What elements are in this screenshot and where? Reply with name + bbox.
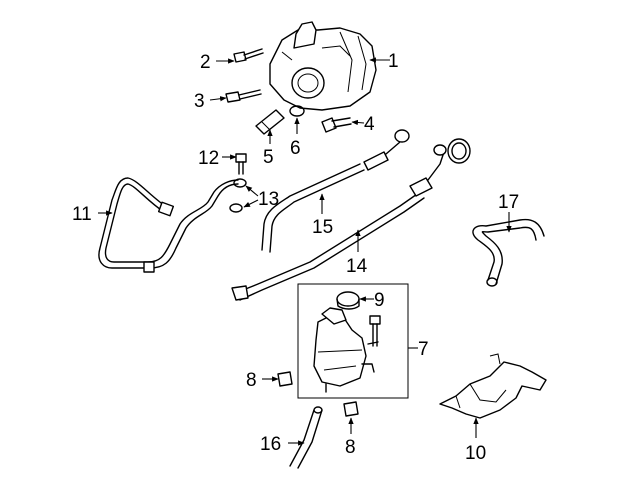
callout-label-16: 16 — [260, 434, 281, 455]
pressure-line-part-11 — [98, 177, 239, 273]
reservoir-assembly-part-7 — [297, 283, 409, 399]
callout-16: 16 — [260, 434, 305, 455]
hose-part-17 — [472, 218, 545, 287]
bolt-part-2 — [233, 48, 264, 63]
callout-label-8-left: 8 — [246, 370, 257, 391]
callout-label-1: 1 — [388, 51, 399, 72]
grommet-part-8-left — [277, 371, 293, 387]
callout-13: 13 — [243, 185, 279, 210]
callout-label-12: 12 — [198, 148, 219, 169]
callout-12: 12 — [198, 148, 237, 169]
callout-5: 5 — [263, 129, 274, 168]
cap-part-9 — [336, 291, 360, 310]
pressure-hose-part-14 — [231, 138, 471, 301]
callout-17: 17 — [498, 192, 519, 233]
callout-1: 1 — [369, 51, 399, 72]
callout-label-11: 11 — [72, 204, 92, 225]
fitting-part-5 — [255, 109, 285, 135]
callout-8-bottom: 8 — [345, 417, 356, 458]
bolt-part-4 — [321, 117, 352, 133]
reservoir-bolt — [369, 315, 381, 347]
callout-3: 3 — [194, 91, 227, 112]
callout-11: 11 — [72, 204, 113, 225]
callout-15: 15 — [312, 193, 333, 238]
callout-label-2: 2 — [200, 52, 211, 73]
callout-14: 14 — [346, 229, 368, 277]
callout-label-10: 10 — [465, 443, 486, 464]
grommet-part-8-bottom — [343, 401, 359, 417]
callout-label-13: 13 — [258, 189, 279, 210]
callout-label-7: 7 — [418, 339, 429, 360]
o-ring-part-6 — [289, 105, 305, 117]
callout-label-14: 14 — [346, 256, 368, 277]
callout-10: 10 — [465, 417, 486, 464]
washers-part-13 — [229, 178, 247, 213]
callout-label-5: 5 — [263, 147, 274, 168]
callout-8-left: 8 — [246, 370, 279, 391]
callout-label-3: 3 — [194, 91, 205, 112]
callout-2: 2 — [200, 52, 235, 73]
callout-label-9: 9 — [374, 290, 385, 311]
callout-4: 4 — [351, 114, 375, 135]
hose-part-16 — [289, 406, 323, 469]
bolt-part-3 — [225, 89, 262, 103]
callout-9: 9 — [359, 290, 385, 311]
callout-label-15: 15 — [312, 217, 333, 238]
callout-7: 7 — [408, 339, 429, 360]
callout-label-17: 17 — [498, 192, 519, 213]
callout-label-4: 4 — [364, 114, 375, 135]
callout-label-6: 6 — [290, 138, 301, 159]
callout-label-8-bottom: 8 — [345, 437, 356, 458]
callout-6: 6 — [290, 117, 301, 159]
return-hose-part-15 — [261, 129, 410, 253]
power-steering-pump — [269, 21, 377, 111]
bolt-part-12 — [235, 153, 247, 175]
bracket-part-10 — [439, 353, 547, 419]
